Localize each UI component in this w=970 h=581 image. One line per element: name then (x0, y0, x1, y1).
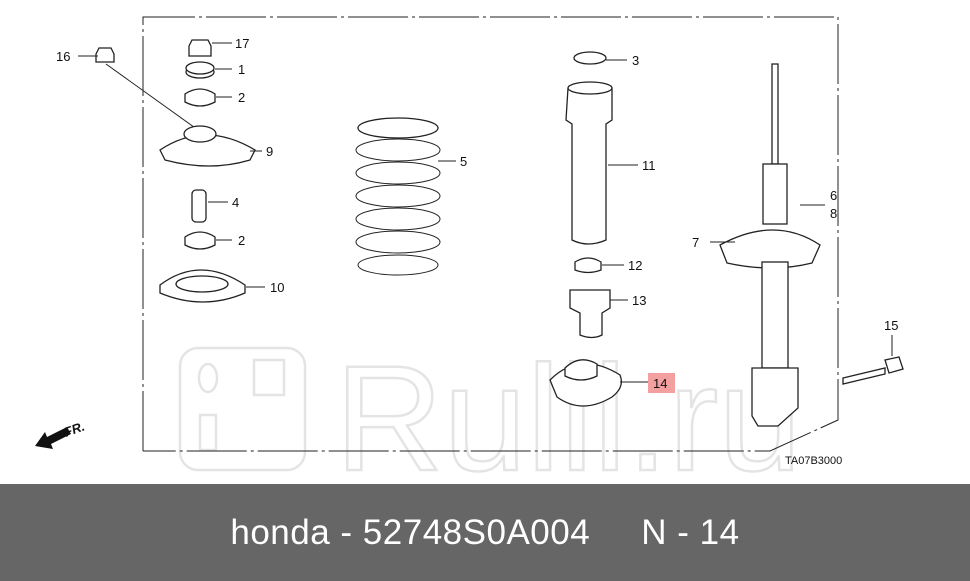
callout-3: 3 (632, 53, 639, 68)
callout-5: 5 (460, 154, 467, 169)
svg-text:Rulli.ru: Rulli.ru (335, 334, 802, 484)
callout-15: 15 (884, 318, 898, 333)
part-2-bushing-upper: 2 (184, 88, 245, 107)
footer-bar: honda - 52748S0A004 N - 14 (0, 484, 970, 581)
callout-13: 13 (632, 293, 646, 308)
frame (142, 16, 839, 452)
callout-7: 7 (692, 235, 699, 250)
direction-label: FR. (62, 419, 87, 440)
callout-8: 8 (830, 206, 837, 221)
callout-2-lower: 2 (238, 233, 245, 248)
callout-6: 6 (830, 188, 837, 203)
part-14-spring-seat-lower[interactable]: 14 (549, 359, 675, 407)
callout-2-upper: 2 (238, 90, 245, 105)
callout-4: 4 (232, 195, 239, 210)
front-direction-arrow-icon: FR. (35, 419, 87, 449)
part-12-bump-cap: 12 (574, 257, 642, 274)
callout-10: 10 (270, 280, 284, 295)
callout-9: 9 (266, 144, 273, 159)
callout-12: 12 (628, 258, 642, 273)
part-2-bushing-lower: 2 (184, 231, 245, 250)
part-13-bump-stop: 13 (569, 289, 646, 339)
callout-16: 16 (56, 49, 70, 64)
part-1-washer: 1 (185, 61, 245, 79)
drawing-code: TA07B3000 (785, 455, 842, 467)
highlight-box (648, 373, 675, 393)
callout-1: 1 (238, 62, 245, 77)
part-15-bolt: 15 (842, 318, 904, 385)
watermark-logo: Rulli.ru (178, 333, 803, 484)
callout-17: 17 (235, 36, 249, 51)
part-9-mount-base: 9 (159, 125, 273, 167)
part-10-spring-seat: 10 (159, 269, 284, 303)
callout-14[interactable]: 14 (653, 376, 667, 391)
part-5-coil-spring: 5 (355, 117, 467, 276)
part-3-washer: 3 (573, 51, 639, 68)
parts-diagram: Rulli.ru 16 17 1 2 9 4 2 (35, 16, 904, 484)
callout-11: 11 (642, 158, 656, 173)
part-17-nut: 17 (188, 36, 249, 57)
part-4-collar: 4 (191, 189, 239, 223)
part-6-8-shock-absorber: 6 8 7 (692, 63, 837, 427)
part-11-dust-boot: 11 (565, 81, 656, 245)
part-caption: honda - 52748S0A004 N - 14 (230, 512, 740, 552)
